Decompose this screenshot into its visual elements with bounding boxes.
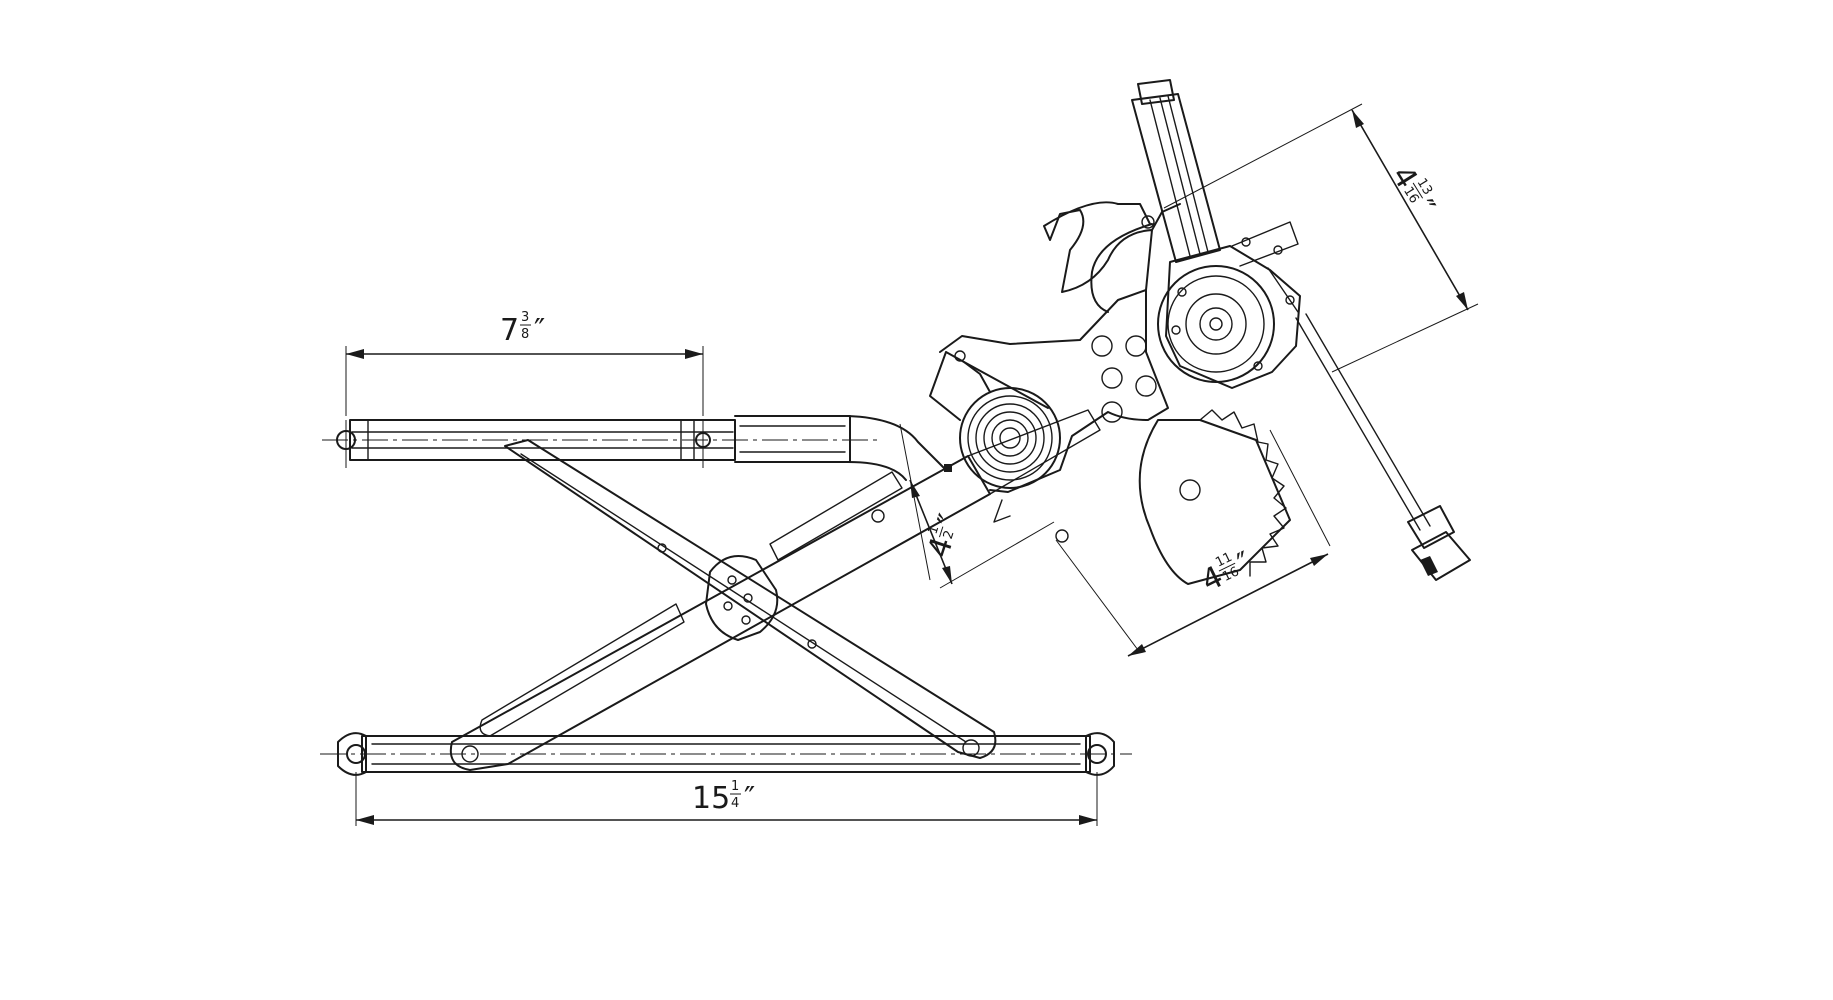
dim-top-arm: 7 3 8 ″ bbox=[345, 310, 704, 416]
dim-top-arm-whole: 7 bbox=[500, 313, 519, 348]
dim-motor-den: 16 bbox=[1400, 184, 1421, 206]
motor-gear-housing bbox=[1157, 265, 1275, 383]
mounting-plate bbox=[939, 201, 1181, 543]
bottom-rail bbox=[320, 732, 1132, 826]
wire-harness bbox=[1295, 313, 1471, 581]
dim-top-arm-den: 8 bbox=[521, 327, 529, 342]
dim-bottom-rail: 15 1 4 ″ bbox=[356, 779, 1097, 825]
center-pivot-plate bbox=[657, 509, 885, 649]
dim-top-arm-num: 3 bbox=[521, 310, 529, 325]
dim-bottom-rail-den: 4 bbox=[731, 796, 739, 811]
dim-bottom-rail-num: 1 bbox=[731, 779, 739, 794]
mount-hole-lower bbox=[1055, 529, 1069, 543]
scissor-arm-a bbox=[504, 439, 997, 759]
mount-hole-top bbox=[1141, 215, 1155, 229]
top-arm bbox=[322, 415, 947, 481]
motor-assembly bbox=[1131, 79, 1301, 389]
dim-bottom-rail-whole: 15 bbox=[692, 781, 730, 816]
cable-drum bbox=[929, 351, 1061, 523]
dim-motor: 4 13 16 ″ bbox=[1163, 103, 1479, 373]
dim-sector: 4 11 16 ″ bbox=[1055, 429, 1331, 657]
sector-gear bbox=[1138, 409, 1291, 585]
dim-sector-den: 16 bbox=[1220, 564, 1241, 585]
mount-hole-left bbox=[954, 350, 966, 362]
dim-top-arm-unit: ″ bbox=[534, 313, 545, 348]
dim-bottom-rail-unit: ″ bbox=[744, 781, 755, 816]
